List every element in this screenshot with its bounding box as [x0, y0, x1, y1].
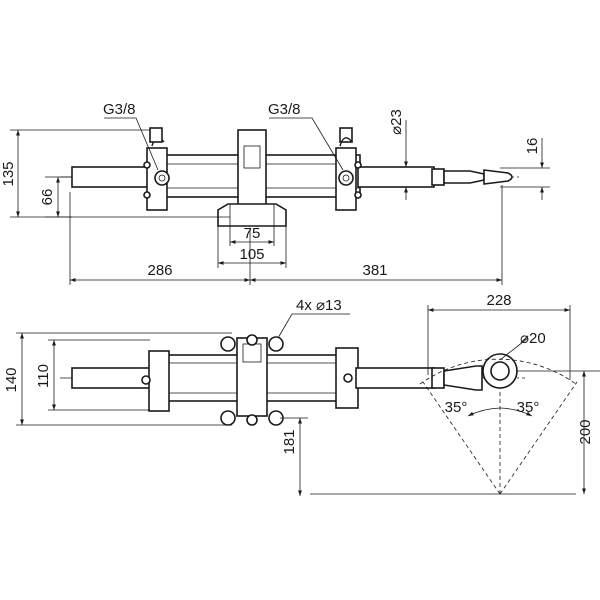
dim-16-label: 16	[524, 138, 541, 155]
dim-105-label: 105	[239, 246, 264, 263]
dim-dia20-label: ⌀20	[520, 330, 546, 347]
rod-end	[443, 170, 485, 184]
bottom-rod-nut	[431, 367, 445, 389]
dim-dia20-leader	[499, 337, 529, 361]
rod-eye-hole	[490, 361, 510, 381]
dim-dia23-label: ⌀23	[388, 109, 405, 135]
mount-hole	[220, 410, 236, 426]
dim-110-label: 110	[35, 364, 52, 388]
swing-ray-right	[499, 381, 578, 495]
bottom-left-cap	[148, 350, 170, 412]
angle-right-label: 35°	[517, 399, 540, 416]
right-port-fitting	[338, 170, 354, 186]
dim-286-label: 286	[147, 262, 172, 279]
bottom-right-rod	[355, 367, 435, 389]
right-rod	[357, 166, 435, 188]
dim-66-label: 66	[39, 189, 56, 206]
dim-200-label: 200	[577, 419, 594, 444]
angle-left-label: 35°	[445, 399, 468, 416]
port-right-leader	[269, 117, 344, 171]
port-left-leader	[104, 117, 159, 171]
dim-135-label: 135	[0, 161, 17, 186]
holes-leader	[277, 313, 350, 339]
left-port-fitting	[154, 170, 170, 186]
mount-hole	[220, 336, 236, 352]
swing-ray-left	[422, 381, 501, 495]
mount-base	[217, 203, 287, 227]
bottom-mount-block	[236, 337, 268, 417]
swing-arc	[419, 358, 577, 385]
rod-nut	[431, 168, 445, 186]
port-left-label: G3/8	[103, 101, 136, 118]
top-view: 135 66 ⌀23 16 G3/8 G3/8 75 105	[0, 101, 550, 285]
port-right-label: G3/8	[268, 101, 301, 118]
left-rod	[71, 166, 153, 188]
rod-eye	[483, 169, 513, 185]
dim-140-label: 140	[3, 367, 20, 392]
dim-381-label: 381	[362, 262, 387, 279]
mount-hole	[268, 336, 284, 352]
mount-block	[237, 129, 267, 209]
bottom-rod-end	[443, 365, 483, 391]
dim-75-label: 75	[244, 225, 261, 242]
dim-228-label: 228	[486, 292, 511, 309]
holes-label: 4x ⌀13	[296, 297, 342, 314]
bottom-view: 35° 35° 228 ⌀20 4x ⌀13 140 110 181 200	[3, 292, 600, 496]
dim-181-label: 181	[281, 429, 298, 454]
